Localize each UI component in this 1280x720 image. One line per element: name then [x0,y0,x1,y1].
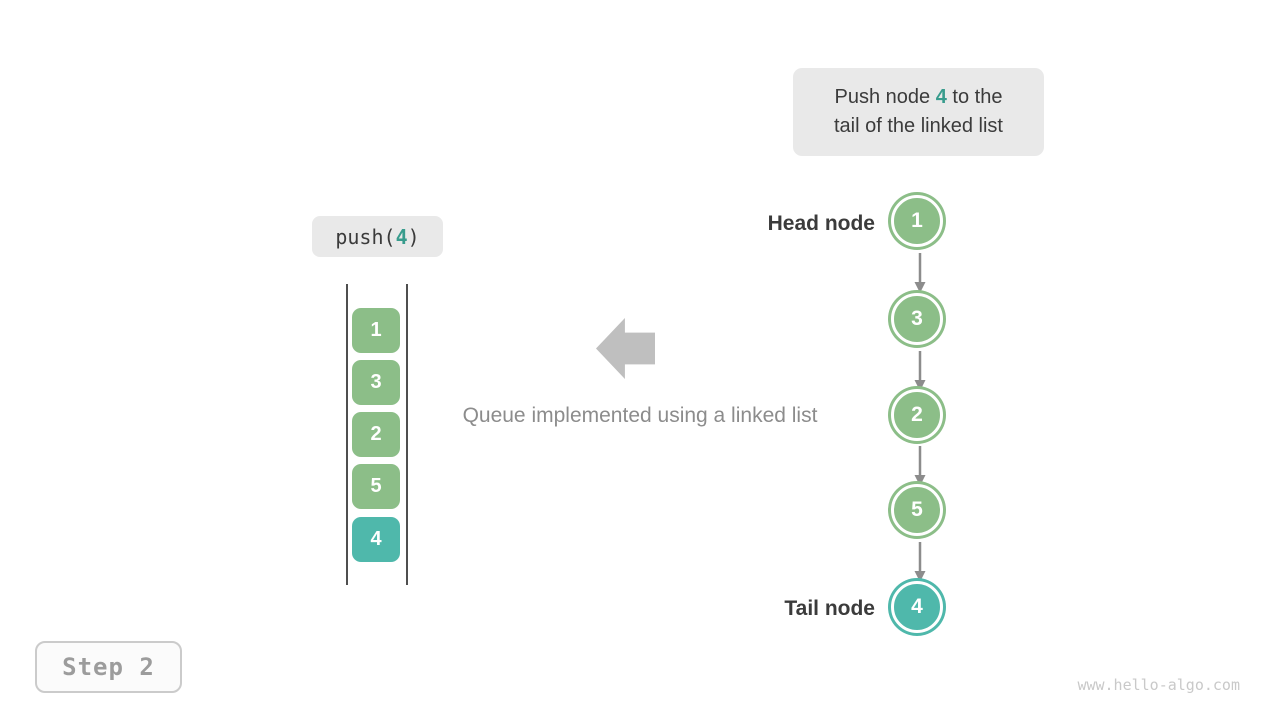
push-operation-label: push(4) [312,216,443,257]
operation-arg-value: 4 [395,224,408,249]
callout-text-segment: Push node [834,86,936,108]
operation-text: push( [335,224,396,249]
stack-node: 3 [352,360,400,405]
left-block-arrow-icon [596,318,655,379]
down-arrow-icon [914,351,926,391]
stack-node: 5 [352,464,400,509]
linked-list-node: 3 [891,293,943,345]
down-arrow-icon [914,542,926,582]
linked-list-node-tail: 4 [891,581,943,633]
stack-node: 1 [352,308,400,353]
stack-container-left-wall [346,284,348,585]
callout-text-segment: to the [946,86,1003,108]
linked-list-node-head: 1 [891,195,943,247]
head-node-label: Head node [767,212,875,235]
stack-node-pushed: 4 [352,517,400,562]
down-arrow-icon [914,446,926,486]
watermark: www.hello-algo.com [1077,676,1240,694]
callout-line-1: Push node 4 to the [835,83,1003,112]
stack-container-right-wall [406,284,408,585]
callout-highlighted-value: 4 [935,86,947,108]
down-arrow-icon [914,253,926,293]
instruction-callout: Push node 4 to the tail of the linked li… [793,68,1044,156]
callout-line-2: tail of the linked list [834,115,1003,137]
operation-text: ) [407,224,420,249]
step-badge: Step 2 [35,641,182,693]
linked-list-node: 5 [891,484,943,536]
stack-node: 2 [352,412,400,457]
diagram-caption: Queue implemented using a linked list [462,404,818,427]
tail-node-label: Tail node [784,597,875,620]
linked-list-node: 2 [891,389,943,441]
